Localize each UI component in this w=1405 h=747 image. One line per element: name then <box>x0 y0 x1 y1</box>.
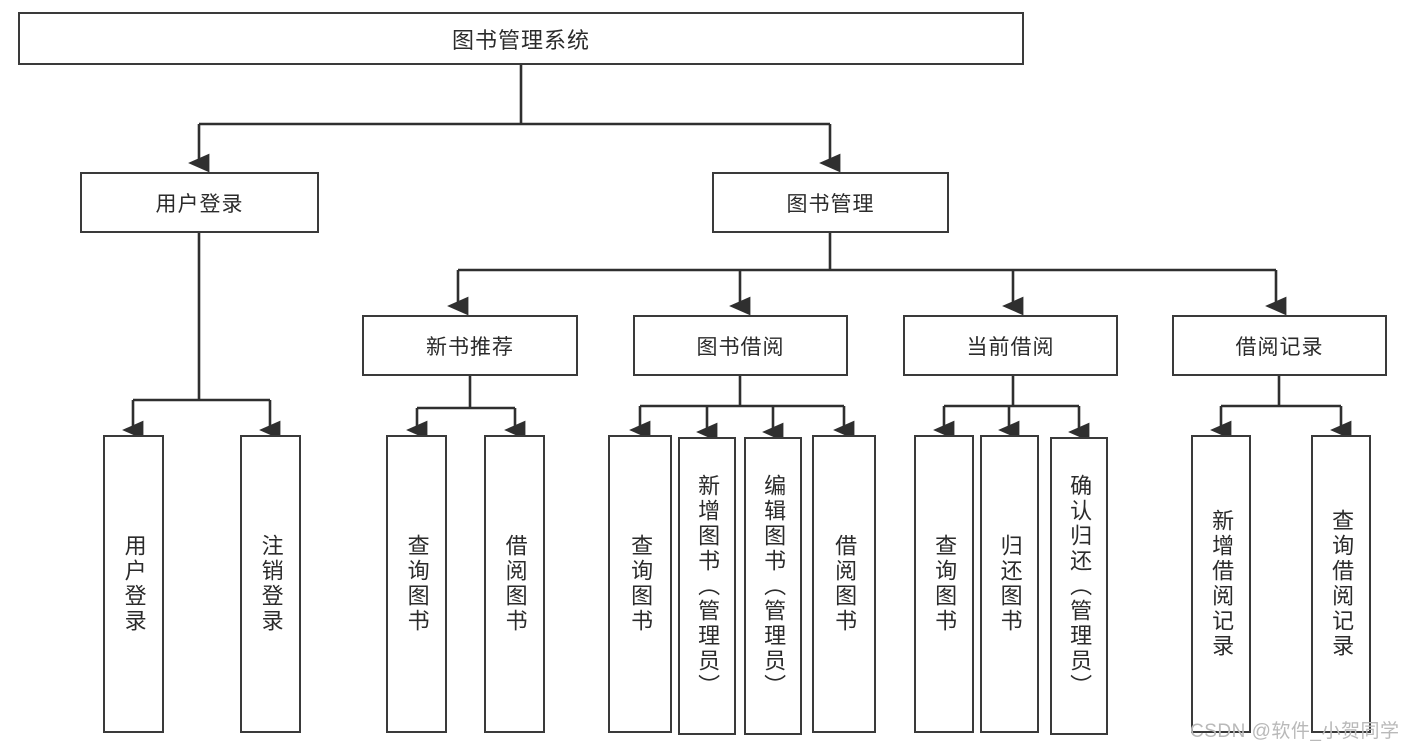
node-leaf-borrow-book-2[interactable]: 借阅图书 <box>812 435 876 733</box>
watermark-text: CSDN @软件_小贺同学 <box>1190 721 1400 742</box>
node-leaf-query-book-1[interactable]: 查询图书 <box>386 435 447 733</box>
node-borrow-record-label: 借阅记录 <box>1235 335 1324 359</box>
node-user-login-label: 用户登录 <box>155 192 244 216</box>
node-leaf-edit-book-label: 编辑图书（管理员） <box>761 473 787 699</box>
node-leaf-add-book-label: 新增图书（管理员） <box>695 473 721 699</box>
node-leaf-query-record[interactable]: 查询借阅记录 <box>1311 435 1371 733</box>
node-leaf-borrow-book-2-label: 借阅图书 <box>832 534 858 634</box>
node-leaf-add-book[interactable]: 新增图书（管理员） <box>678 437 736 735</box>
node-user-login[interactable]: 用户登录 <box>80 172 319 233</box>
node-root-label: 图书管理系统 <box>451 27 590 53</box>
node-new-book-recommend-label: 新书推荐 <box>426 335 514 359</box>
node-new-book-recommend[interactable]: 新书推荐 <box>362 315 578 376</box>
node-current-borrow[interactable]: 当前借阅 <box>903 315 1118 376</box>
node-book-management[interactable]: 图书管理 <box>712 172 949 233</box>
node-leaf-borrow-book-1-label: 借阅图书 <box>502 534 528 634</box>
node-leaf-query-record-label: 查询借阅记录 <box>1329 509 1355 659</box>
node-book-management-label: 图书管理 <box>786 192 875 216</box>
node-borrow-record[interactable]: 借阅记录 <box>1172 315 1387 376</box>
node-leaf-query-book-2-label: 查询图书 <box>628 534 654 634</box>
node-leaf-query-book-3-label: 查询图书 <box>932 534 958 634</box>
node-leaf-logout-label: 注销登录 <box>258 534 284 634</box>
node-book-borrow-label: 图书借阅 <box>696 335 785 359</box>
node-leaf-return-book-label: 归还图书 <box>997 534 1023 634</box>
node-leaf-borrow-book-1[interactable]: 借阅图书 <box>484 435 545 733</box>
node-book-borrow[interactable]: 图书借阅 <box>633 315 848 376</box>
node-leaf-query-book-1-label: 查询图书 <box>404 534 430 634</box>
node-leaf-query-book-3[interactable]: 查询图书 <box>914 435 974 733</box>
node-leaf-logout[interactable]: 注销登录 <box>240 435 301 733</box>
node-leaf-add-record-label: 新增借阅记录 <box>1209 509 1235 659</box>
node-leaf-add-record[interactable]: 新增借阅记录 <box>1191 435 1251 733</box>
node-leaf-user-login-label: 用户登录 <box>121 534 147 634</box>
node-leaf-edit-book[interactable]: 编辑图书（管理员） <box>744 437 802 735</box>
node-leaf-confirm-return[interactable]: 确认归还（管理员） <box>1050 437 1108 735</box>
node-leaf-confirm-return-label: 确认归还（管理员） <box>1067 473 1093 699</box>
node-leaf-return-book[interactable]: 归还图书 <box>980 435 1039 733</box>
node-root-system[interactable]: 图书管理系统 <box>18 12 1024 65</box>
node-current-borrow-label: 当前借阅 <box>966 335 1055 359</box>
node-leaf-query-book-2[interactable]: 查询图书 <box>608 435 672 733</box>
node-leaf-user-login[interactable]: 用户登录 <box>103 435 164 733</box>
